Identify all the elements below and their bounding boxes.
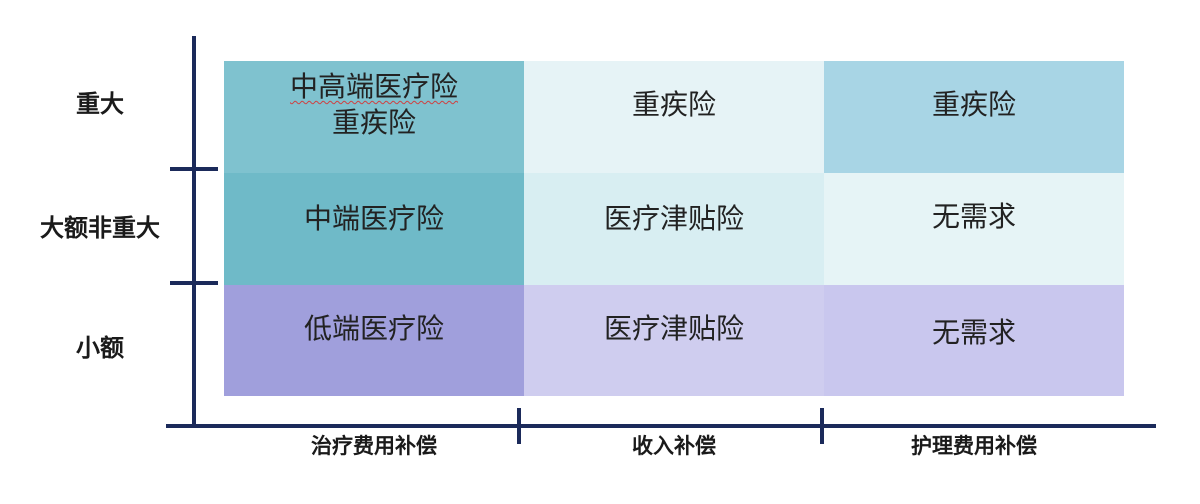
col-label-treatment: 治疗费用补偿 [311, 434, 437, 458]
cell-major-treatment: 中高端医疗险 重疾险 [224, 61, 524, 173]
cell-text: 无需求 [931, 200, 1016, 233]
cell-text: 医疗津贴险 [603, 312, 744, 345]
cell-text-line2: 重疾险 [331, 106, 416, 139]
row-label-major: 重大 [76, 90, 124, 118]
col-label-nursing: 护理费用补偿 [911, 434, 1037, 458]
cell-text: 重疾险 [631, 88, 716, 121]
x-tick-1 [517, 408, 521, 444]
cell-large-nursing: 无需求 [824, 173, 1124, 285]
row-label-large-non-major: 大额非重大 [40, 214, 160, 242]
row-label-small: 小额 [76, 334, 124, 362]
cell-major-nursing: 重疾险 [824, 61, 1124, 173]
cell-small-treatment: 低端医疗险 [224, 285, 524, 396]
cell-text-line1: 中高端医疗险 [289, 70, 458, 103]
cell-small-income: 医疗津贴险 [524, 285, 824, 396]
x-tick-2 [820, 408, 824, 444]
cell-small-nursing: 无需求 [824, 285, 1124, 396]
y-tick-2 [170, 281, 218, 285]
y-axis [192, 36, 196, 428]
cell-text: 中端医疗险 [303, 202, 444, 235]
cell-large-income: 医疗津贴险 [524, 173, 824, 285]
cell-text: 无需求 [931, 316, 1016, 349]
cell-text: 医疗津贴险 [603, 202, 744, 235]
col-label-income: 收入补偿 [632, 434, 716, 458]
cell-major-income: 重疾险 [524, 61, 824, 173]
cell-text: 低端医疗险 [303, 312, 444, 345]
x-axis [166, 424, 1156, 428]
cell-text: 重疾险 [931, 88, 1016, 121]
y-tick-1 [170, 167, 218, 171]
cell-large-treatment: 中端医疗险 [224, 173, 524, 285]
